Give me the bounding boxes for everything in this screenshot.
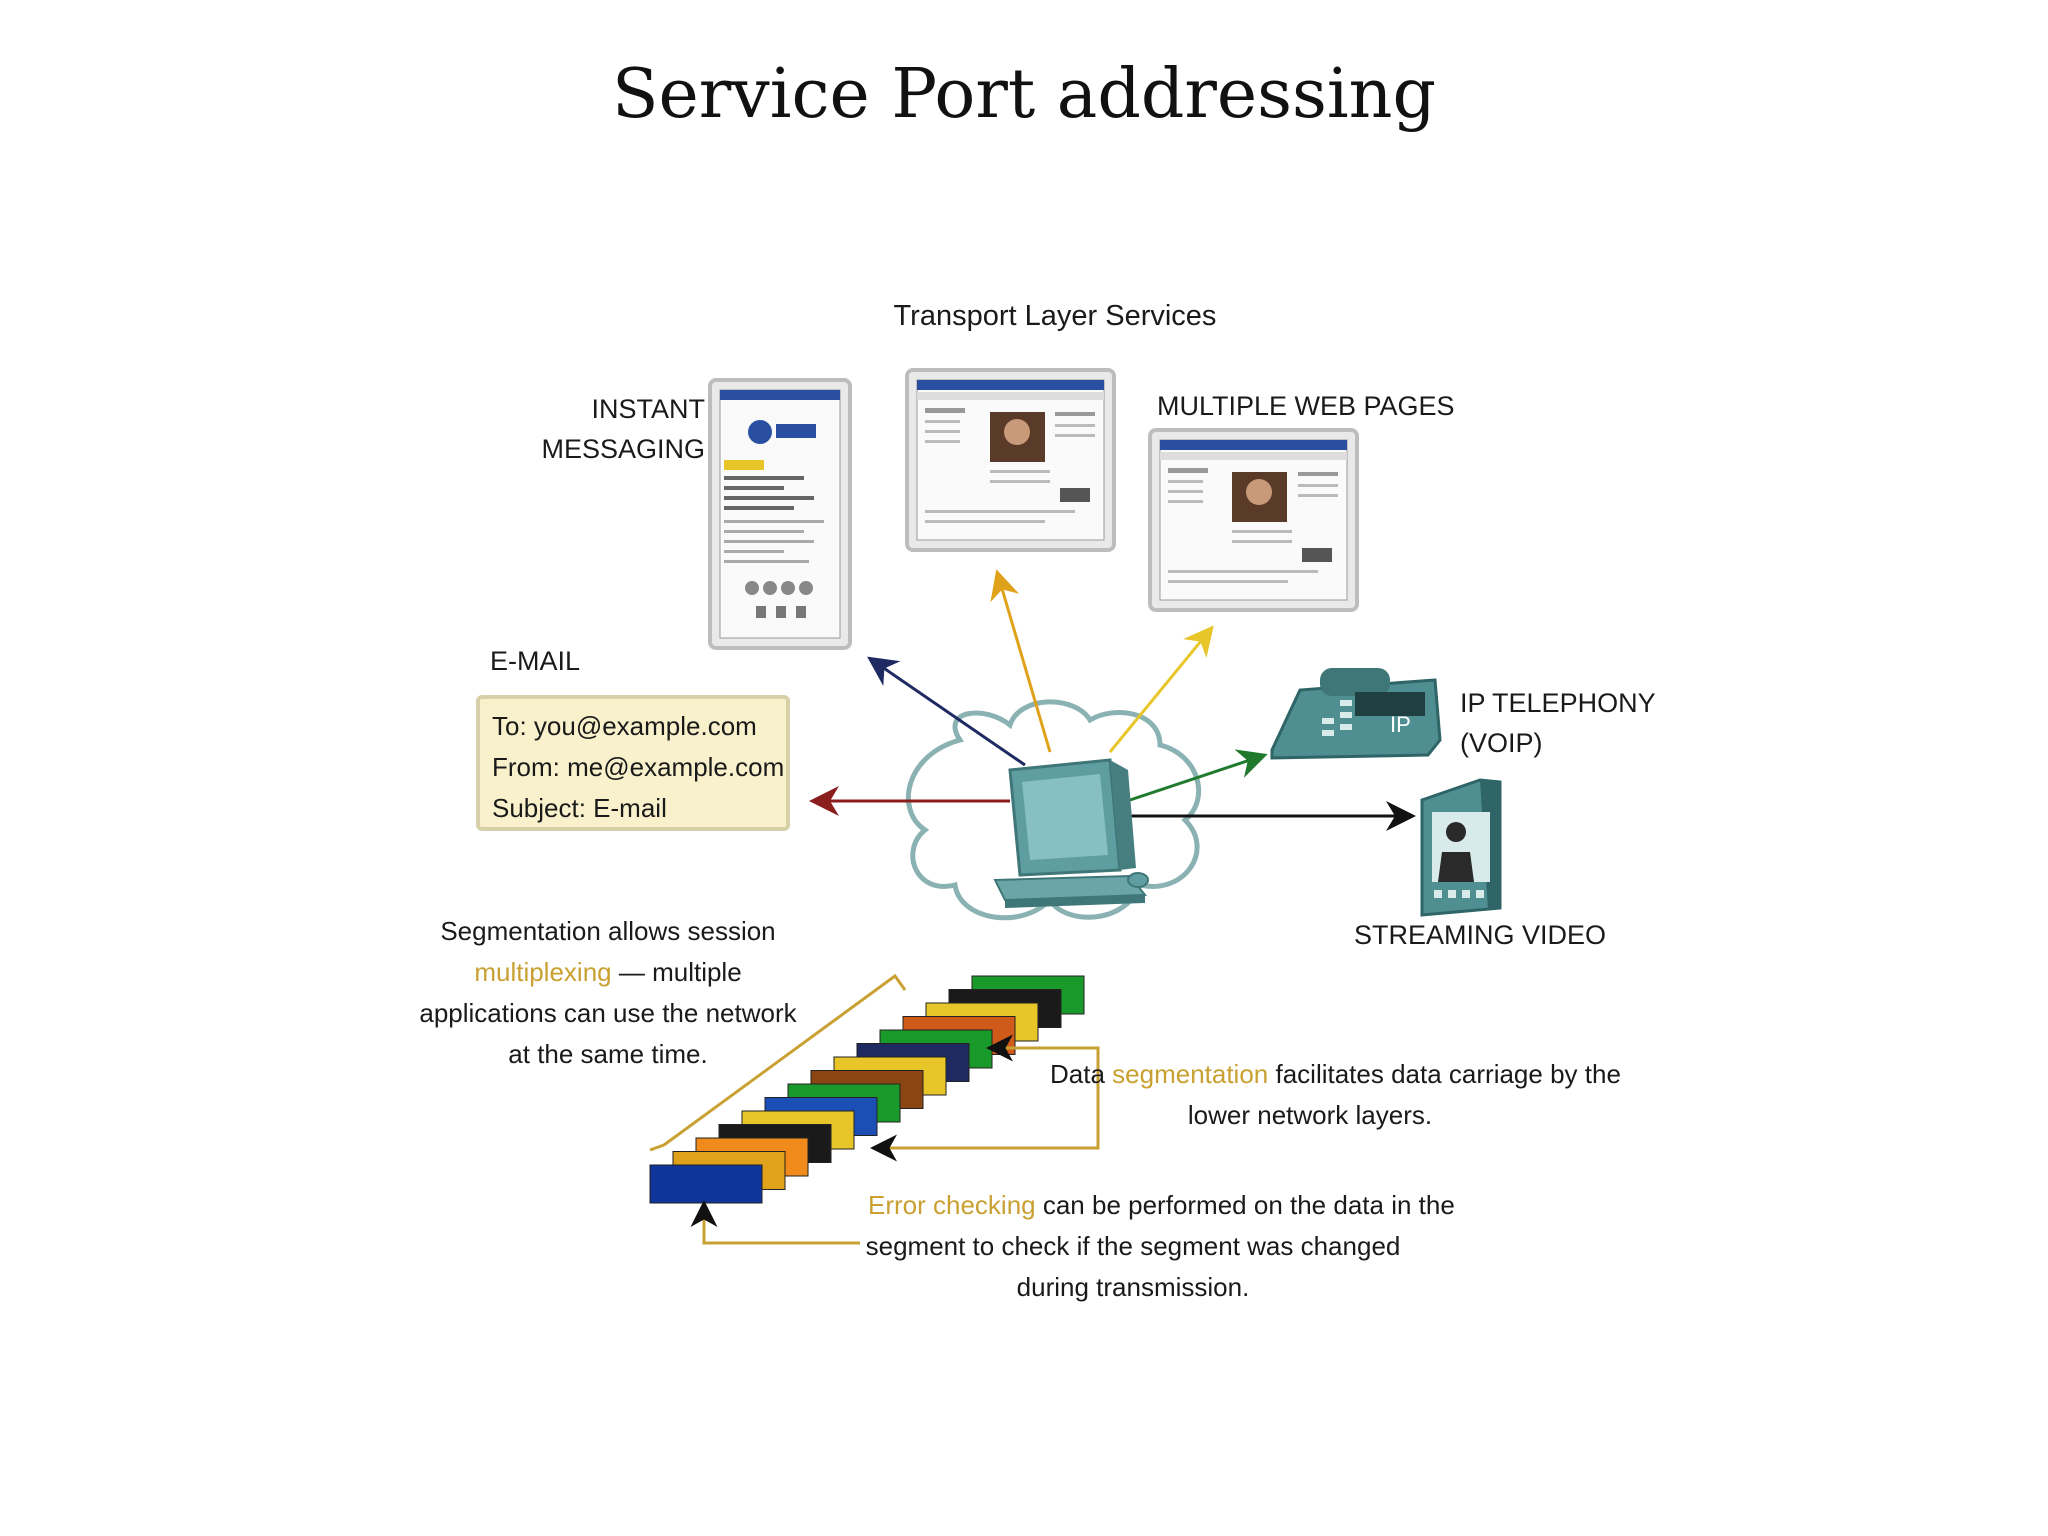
- presenter-head-icon: [1446, 822, 1466, 842]
- im-label-line-1: INSTANT: [592, 394, 706, 424]
- email-from: From: me@example.com: [492, 752, 784, 782]
- mux-text-line-4: at the same time.: [508, 1039, 707, 1069]
- multiplexing-bracket: [663, 973, 907, 1147]
- web-page-window-2: [1148, 428, 1359, 612]
- mux-text-line-3: applications can use the network: [419, 998, 797, 1028]
- mux-text-line-2-rest: — multiple: [612, 957, 742, 987]
- web-pages-label: MULTIPLE WEB PAGES: [1157, 391, 1455, 421]
- seg-text-line-2: lower network layers.: [1188, 1100, 1432, 1130]
- segment-stack: [649, 975, 1085, 1204]
- mux-highlight: multiplexing: [474, 957, 611, 987]
- im-label-line-2: MESSAGING: [541, 434, 705, 464]
- web-page-window-1: [905, 368, 1116, 552]
- diagram-heading: Transport Layer Services: [894, 300, 1217, 332]
- email-box: To: you@example.com From: me@example.com…: [476, 695, 790, 831]
- video-monitor-icon: [1420, 778, 1502, 917]
- seg-text-line-1: Data segmentation facilitates data carri…: [1050, 1059, 1621, 1089]
- mux-text-line-2: multiplexing — multiple: [474, 957, 741, 987]
- err-text-post: can be performed on the data in the: [1036, 1190, 1455, 1220]
- ip-phone-icon: IP: [1270, 668, 1442, 760]
- phone-ip-badge: IP: [1390, 712, 1411, 737]
- phone-label-line-1: IP TELEPHONY: [1460, 688, 1656, 718]
- web-arrow-1: [990, 569, 1052, 753]
- err-text-line-2: segment to check if the segment was chan…: [866, 1231, 1401, 1261]
- phone-label-line-2: (VOIP): [1460, 728, 1543, 758]
- web-arrow-2: [1108, 625, 1214, 753]
- email-subject: Subject: E-mail: [492, 793, 667, 823]
- messenger-logo-icon: [748, 420, 772, 444]
- video-label: STREAMING VIDEO: [1354, 920, 1606, 950]
- computer-icon: [993, 758, 1149, 908]
- slide-title: Service Port addressing: [611, 55, 1437, 134]
- email-to: To: you@example.com: [492, 711, 757, 741]
- err-text-line-1: Error checking can be performed on the d…: [868, 1190, 1455, 1220]
- err-text-line-3: during transmission.: [1017, 1272, 1250, 1302]
- err-highlight: Error checking: [868, 1190, 1036, 1220]
- email-label: E-MAIL: [490, 646, 580, 676]
- multiplexing-bracket-left: [649, 1143, 665, 1152]
- seg-text-pre: Data: [1050, 1059, 1112, 1089]
- error-check-bracket: [702, 1210, 860, 1245]
- mux-text-line-1: Segmentation allows session: [440, 916, 775, 946]
- phone-arrow: [1129, 749, 1268, 802]
- instant-messaging-window: [708, 378, 852, 650]
- im-arrow: [867, 656, 1026, 767]
- data-segment: [649, 1164, 763, 1204]
- segmentation-bracket: [885, 1046, 1100, 1150]
- seg-highlight: segmentation: [1112, 1059, 1268, 1089]
- seg-text-post: facilitates data carriage by the: [1268, 1059, 1621, 1089]
